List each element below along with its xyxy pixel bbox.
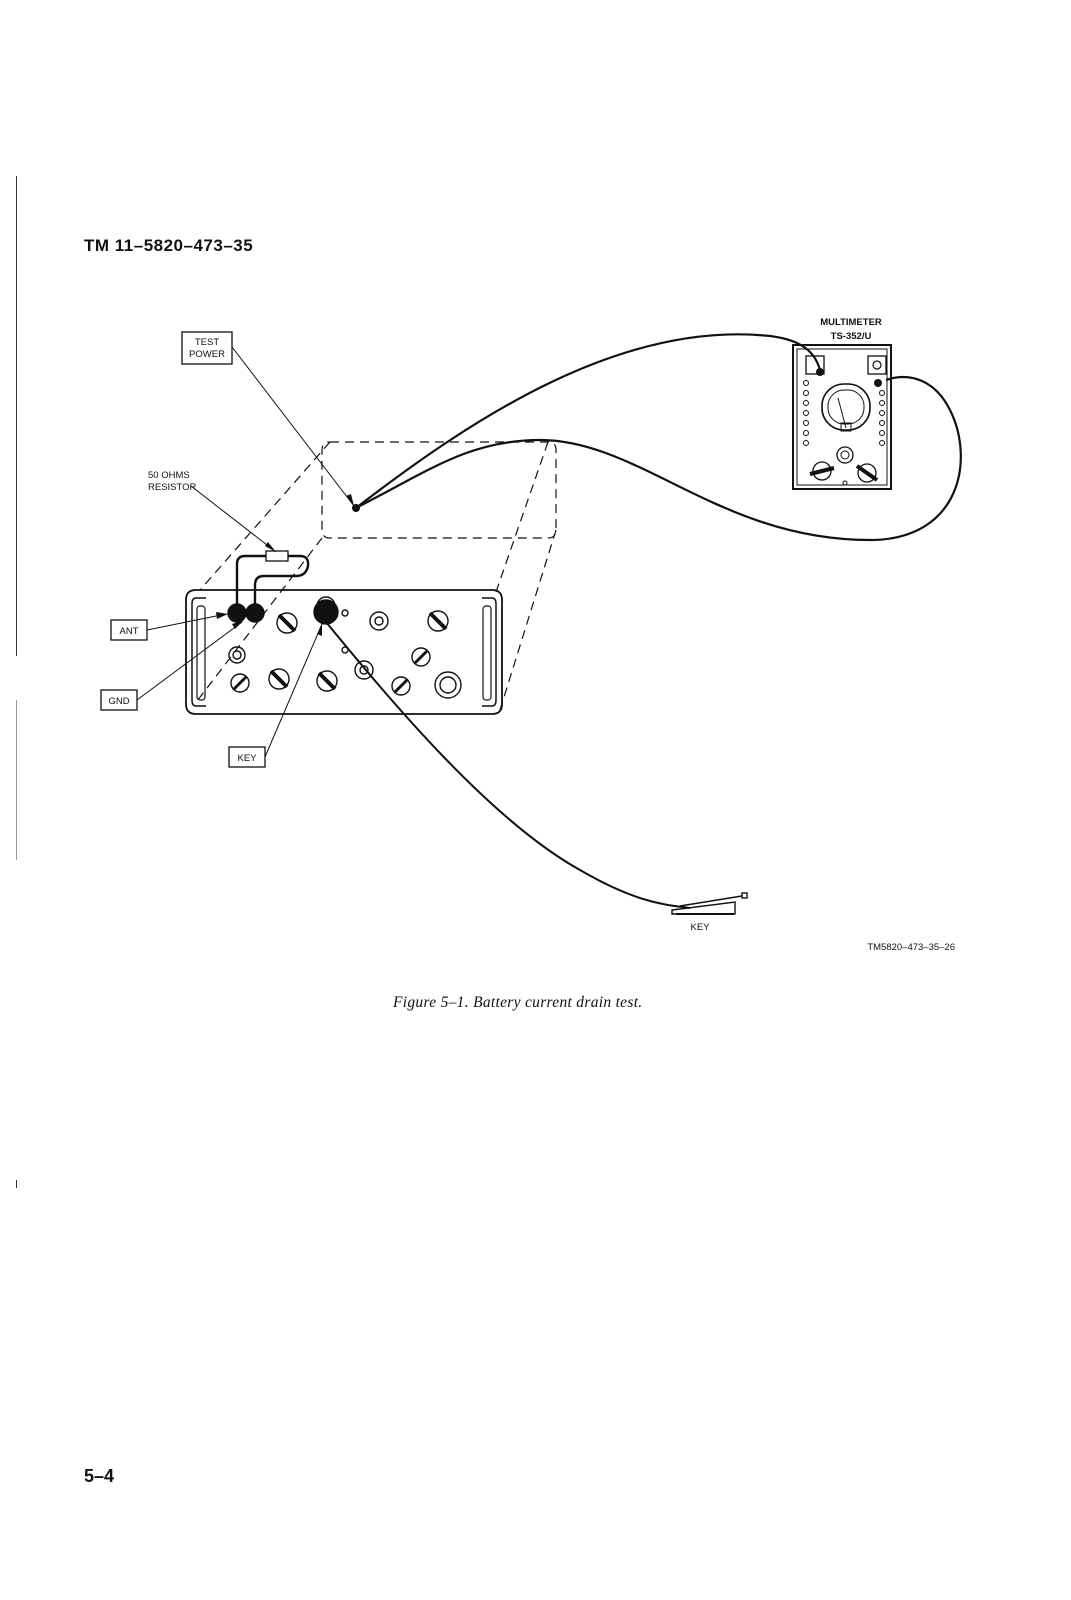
lead-to-meter-plus [355,376,962,542]
arrowheads [216,494,354,636]
knob [228,646,246,664]
knob [230,673,250,693]
resistor-label: RESISTOR [148,482,197,493]
resistor-label: 50 OHMS [148,470,190,481]
resistor-body [265,550,289,562]
meter-face [821,383,871,432]
knob [427,610,449,632]
leader-lines [136,346,355,758]
key-jack [313,599,339,625]
equipment-front-panel [185,589,503,715]
page-number: 5–4 [84,1466,115,1486]
meter-knob [855,463,879,483]
gnd-label: GND [108,696,129,707]
key-box-label: KEY [237,753,257,764]
label-boxes [100,331,266,768]
knob [276,612,298,634]
margin-line [16,700,17,860]
knob [354,660,374,680]
meter-socket [434,671,462,699]
figure-caption: Figure 5–1. Battery current drain test. [393,994,643,1011]
resistor-assembly [235,550,310,604]
panel-controls [227,596,462,699]
meter-knob [809,461,835,481]
test-power-label: TEST [195,337,219,348]
ant-terminal [227,603,247,623]
multimeter-label: MULTIMETER [820,317,882,328]
range-holes [803,380,885,446]
test-power-label: POWER [189,349,225,360]
margin-line [16,1180,17,1188]
ant-label: ANT [120,626,139,637]
lead-to-meter-minus [355,333,822,509]
multimeter-model-label: TS-352/U [831,331,872,342]
knob [369,611,389,631]
telegraph-key-label: KEY [690,922,710,933]
knob [268,668,290,690]
key-cable [325,621,691,909]
knob [411,647,431,667]
margin-line [16,176,17,656]
gnd-terminal [245,603,265,623]
figure-id: TM5820–473–35–26 [867,942,955,953]
telegraph-key [671,892,748,915]
document-header: TM 11–5820–473–35 [84,236,254,255]
knob [391,676,411,696]
test-leads [325,333,962,909]
multimeter [792,344,892,490]
knob [316,670,338,692]
